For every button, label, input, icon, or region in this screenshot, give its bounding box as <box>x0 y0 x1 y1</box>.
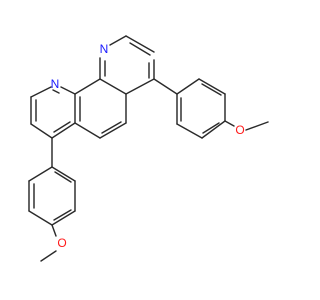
molecule-structure: N N O O <box>28 35 269 262</box>
bond-4 <box>125 78 155 95</box>
bond-12 <box>60 86 76 95</box>
atom-label-o-right: O <box>235 123 244 137</box>
bond-5 <box>99 78 127 95</box>
structure-canvas: N N O O <box>28 35 269 262</box>
bond-30 <box>51 210 76 226</box>
bond-27 <box>28 166 53 182</box>
bond-24 <box>224 120 235 127</box>
bond-19 <box>198 78 226 95</box>
double-bond-inner-10 <box>201 83 222 96</box>
bond-22 <box>176 123 203 139</box>
double-bond-inner-1 <box>129 42 151 56</box>
bond-9 <box>74 122 101 139</box>
atom-label-layer: N N O O <box>51 42 245 250</box>
atom-label-o-left: O <box>57 236 66 250</box>
bond-16 <box>51 122 76 139</box>
bond-34 <box>40 250 57 262</box>
bond-layer <box>28 35 269 262</box>
bond-33 <box>51 224 57 237</box>
bond-15 <box>30 123 53 139</box>
bond-11 <box>74 78 101 95</box>
double-bond-inner-12 <box>54 171 72 183</box>
bond-1 <box>109 35 127 46</box>
bond-25 <box>245 121 269 131</box>
atom-label-n-upper: N <box>100 42 109 56</box>
bond-8 <box>99 122 127 139</box>
bond-2 <box>125 35 155 53</box>
double-bond-inner-8 <box>53 121 71 133</box>
bond-32 <box>51 166 76 182</box>
bond-18 <box>176 78 200 95</box>
bond-29 <box>28 210 53 226</box>
double-bond-inner-4 <box>101 121 122 134</box>
double-bond-inner-11 <box>202 122 220 134</box>
bond-17 <box>153 78 178 95</box>
double-bond-inner-14 <box>53 209 72 221</box>
atom-label-n-lower: N <box>51 77 60 91</box>
double-bond-inner-6 <box>52 89 60 94</box>
bond-21 <box>201 120 226 139</box>
bond-13 <box>30 86 52 98</box>
